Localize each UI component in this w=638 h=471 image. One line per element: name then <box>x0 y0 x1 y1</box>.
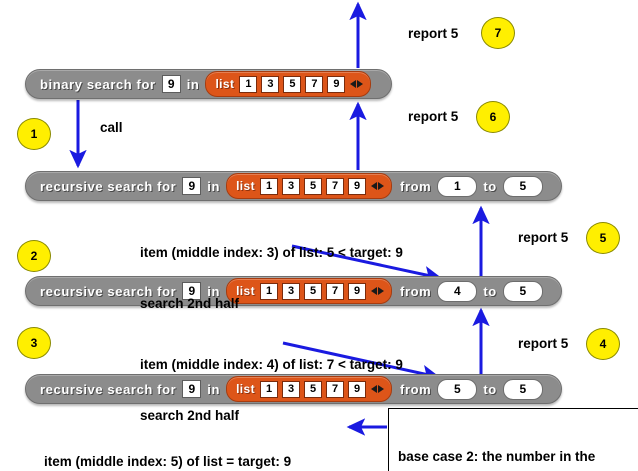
list-reporter[interactable]: list 1 3 5 7 9 <box>226 173 393 199</box>
list-keyword: list <box>236 284 256 298</box>
from-slot[interactable]: 4 <box>437 280 478 302</box>
target-slot[interactable]: 9 <box>182 177 202 195</box>
from-slot[interactable]: 5 <box>437 378 478 400</box>
step-circle-5: 5 <box>586 222 620 254</box>
list-cell: 3 <box>282 282 301 300</box>
step-circle-4: 4 <box>586 328 620 360</box>
list-keyword: list <box>215 77 235 91</box>
list-cell: 1 <box>260 380 279 398</box>
list-cell: 3 <box>282 380 301 398</box>
annotation-step-3-line-1: item (middle index: 5) of list = target:… <box>44 454 292 469</box>
list-cell: 5 <box>304 380 323 398</box>
left-right-arrows-icon[interactable] <box>371 385 385 393</box>
list-cell: 9 <box>348 380 367 398</box>
step-circle-6: 6 <box>476 101 510 133</box>
in-keyword: in <box>207 178 221 194</box>
annotation-step-1-line-1: item (middle index: 3) of list: 5 < targ… <box>140 245 403 260</box>
list-reporter[interactable]: list 1 3 5 7 9 <box>205 71 372 97</box>
step-circle-1: 1 <box>17 118 51 150</box>
list-cell: 3 <box>282 177 301 195</box>
block-recursive-search-1[interactable]: recursive search for 9 in list 1 3 5 7 9… <box>25 171 562 201</box>
callout-line-1: base case 2: the number in the <box>398 449 596 464</box>
call-label: call <box>100 120 123 135</box>
left-right-arrows-icon[interactable] <box>371 182 385 190</box>
list-reporter[interactable]: list 1 3 5 7 9 <box>226 376 393 402</box>
list-cell: 7 <box>305 75 324 93</box>
annotation-step-2: item (middle index: 4) of list: 7 < targ… <box>140 322 403 458</box>
list-cell: 7 <box>326 380 345 398</box>
left-right-arrows-icon[interactable] <box>371 287 385 295</box>
in-keyword: in <box>207 381 221 397</box>
block-label: binary search for <box>40 76 156 92</box>
base-case-callout: base case 2: the number in the middle is… <box>388 408 638 471</box>
report-label-6: report 5 <box>408 109 459 124</box>
to-keyword: to <box>483 178 497 194</box>
list-cell: 1 <box>260 177 279 195</box>
list-reporter[interactable]: list 1 3 5 7 9 <box>226 278 393 304</box>
list-cell: 9 <box>327 75 346 93</box>
block-recursive-search-3[interactable]: recursive search for 9 in list 1 3 5 7 9… <box>25 374 562 404</box>
step-circle-7: 7 <box>481 17 515 49</box>
from-keyword: from <box>400 283 432 299</box>
annotation-step-2-line-2: search 2nd half <box>140 408 240 423</box>
to-keyword: to <box>483 283 497 299</box>
target-slot[interactable]: 9 <box>182 380 202 398</box>
in-keyword: in <box>207 283 221 299</box>
list-keyword: list <box>236 382 256 396</box>
list-cell: 9 <box>348 177 367 195</box>
report-label-7: report 5 <box>408 26 459 41</box>
annotation-step-1: item (middle index: 3) of list: 5 < targ… <box>140 210 403 346</box>
list-cell: 9 <box>348 282 367 300</box>
annotation-step-2-line-1: item (middle index: 4) of list: 7 < targ… <box>140 357 403 372</box>
list-cell: 1 <box>239 75 258 93</box>
annotation-step-1-line-2: search 2nd half <box>140 296 240 311</box>
block-label: recursive search for <box>40 283 177 299</box>
in-keyword: in <box>186 76 200 92</box>
to-slot[interactable]: 5 <box>502 175 543 197</box>
from-keyword: from <box>400 178 432 194</box>
left-right-arrows-icon[interactable] <box>350 80 364 88</box>
list-cell: 1 <box>260 282 279 300</box>
target-slot[interactable]: 9 <box>161 75 181 93</box>
block-binary-search[interactable]: binary search for 9 in list 1 3 5 7 9 <box>25 69 393 99</box>
report-label-5: report 5 <box>518 230 569 245</box>
block-recursive-search-2[interactable]: recursive search for 9 in list 1 3 5 7 9… <box>25 276 562 306</box>
list-cell: 5 <box>304 282 323 300</box>
to-slot[interactable]: 5 <box>502 378 543 400</box>
report-label-4: report 5 <box>518 336 569 351</box>
step-circle-3: 3 <box>17 327 51 359</box>
block-label: recursive search for <box>40 381 177 397</box>
annotation-step-3: item (middle index: 5) of list = target:… <box>44 419 291 471</box>
list-keyword: list <box>236 179 256 193</box>
to-keyword: to <box>483 381 497 397</box>
target-slot[interactable]: 9 <box>182 282 202 300</box>
list-cell: 7 <box>326 177 345 195</box>
from-slot[interactable]: 1 <box>437 175 478 197</box>
list-cell: 3 <box>261 75 280 93</box>
from-keyword: from <box>400 381 432 397</box>
list-cell: 5 <box>304 177 323 195</box>
list-cell: 5 <box>283 75 302 93</box>
block-label: recursive search for <box>40 178 177 194</box>
step-circle-2: 2 <box>17 240 51 272</box>
list-cell: 7 <box>326 282 345 300</box>
to-slot[interactable]: 5 <box>502 280 543 302</box>
